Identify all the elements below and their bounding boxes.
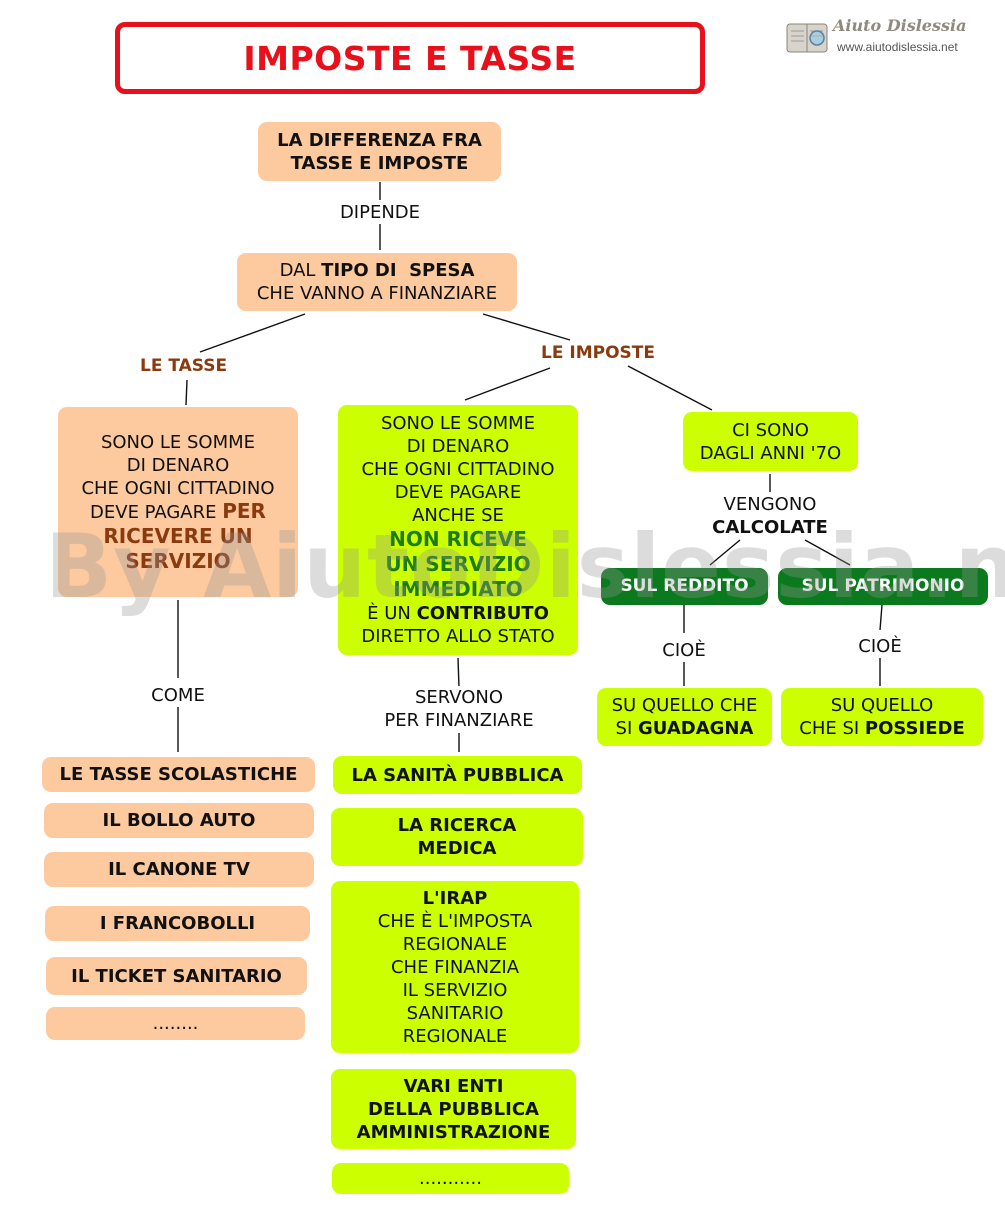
- tasse-list-0: LE TASSE SCOLASTICHE: [59, 764, 298, 785]
- irap-l6: SANITARIO: [406, 1002, 504, 1024]
- tasse-def-per: PER: [222, 498, 266, 523]
- list-item-irap: L'IRAP CHE È L'IMPOSTA REGIONALE CHE FIN…: [331, 881, 579, 1053]
- tasse-def-l1: SONO LE SOMME: [100, 431, 256, 453]
- node-sul-reddito: SUL REDDITO: [601, 568, 768, 605]
- title-box: IMPOSTE E TASSE: [115, 22, 705, 94]
- list-item-canone-tv: IL CANONE TV: [44, 852, 314, 887]
- imposte-def-contributo: CONTRIBUTO: [416, 603, 549, 624]
- link-vengono: VENGONO: [723, 494, 817, 515]
- node-anni-70: CI SONO DAGLI ANNI '7O: [683, 412, 858, 471]
- tasse-list-5: ........: [152, 1013, 199, 1034]
- branch-le-imposte: LE IMPOSTE: [541, 343, 655, 363]
- book-logo-icon: [786, 23, 828, 53]
- tasse-def-l2: DI DENARO: [126, 454, 230, 476]
- imposte-def-l9: È UN CONTRIBUTO: [367, 602, 549, 625]
- imposte-def-l1: SONO LE SOMME: [380, 413, 536, 434]
- link-per-finanziare: PER FINANZIARE: [384, 710, 534, 731]
- link-servono: SERVONO: [414, 687, 504, 708]
- node-tipo-spesa-line2: CHE VANNO A FINANZIARE: [256, 283, 498, 304]
- imposte-def-l3: CHE OGNI CITTADINO: [361, 459, 555, 480]
- enti-l1: VARI ENTI: [403, 1075, 504, 1097]
- node-sul-patrimonio: SUL PATRIMONIO: [778, 568, 988, 605]
- node-guadagna: SU QUELLO CHE SI GUADAGNA: [597, 688, 772, 746]
- spesa-pre: DAL: [279, 260, 322, 281]
- link-dipende: DIPENDE: [325, 201, 435, 224]
- watermark: By AiutoDislessia.net: [45, 515, 1005, 618]
- enti-l3: AMMINISTRAZIONE: [356, 1121, 551, 1143]
- page-title: IMPOSTE E TASSE: [243, 38, 577, 78]
- node-differenza: LA DIFFERENZA FRA TASSE E IMPOSTE: [258, 122, 501, 181]
- irap-l7: REGIONALE: [402, 1025, 508, 1047]
- link-come: COME: [138, 684, 218, 707]
- imposte-list-dots: ...........: [419, 1168, 482, 1189]
- irap-l5: IL SERVIZIO: [402, 979, 508, 1001]
- imposte-def-l2: DI DENARO: [406, 436, 510, 457]
- possiede-bold: POSSIEDE: [864, 718, 965, 739]
- logo: Aiuto Dislessia www.aiutodislessia.net: [785, 16, 970, 58]
- tasse-list-2: IL CANONE TV: [108, 859, 250, 880]
- list-item-tasse-altro: ........: [46, 1007, 305, 1040]
- irap-l4: CHE FINANZIA: [390, 956, 520, 978]
- link-cioe-patrimonio: CIOÈ: [849, 635, 911, 658]
- node-tipo-spesa-line1: DAL TIPO DI SPESA: [280, 259, 475, 282]
- list-item-francobolli: I FRANCOBOLLI: [45, 906, 310, 941]
- logo-name: Aiuto Dislessia: [833, 16, 967, 35]
- guadagna-bold: GUADAGNA: [638, 718, 754, 739]
- tasse-def-l3: CHE OGNI CITTADINO: [81, 477, 275, 499]
- link-servono-per-finanziare: SERVONO PER FINANZIARE: [370, 686, 548, 732]
- tasse-def-l5: RICEVERE UN: [103, 523, 253, 548]
- list-item-ricerca-medica: LA RICERCA MEDICA: [331, 808, 583, 866]
- node-tasse-definizione: SONO LE SOMME DI DENARO CHE OGNI CITTADI…: [58, 407, 298, 597]
- guadagna-l2: SI GUADAGNA: [616, 717, 754, 740]
- guadagna-l2a: SI: [615, 718, 639, 739]
- list-item-tasse-scolastiche: LE TASSE SCOLASTICHE: [42, 757, 315, 792]
- node-possiede: SU QUELLO CHE SI POSSIEDE: [781, 688, 983, 746]
- node-differenza-line2: TASSE E IMPOSTE: [290, 152, 469, 174]
- node-imposte-definizione: SONO LE SOMME DI DENARO CHE OGNI CITTADI…: [338, 405, 578, 655]
- tasse-list-1: IL BOLLO AUTO: [102, 810, 256, 831]
- imposte-def-l10: DIRETTO ALLO STATO: [361, 626, 555, 647]
- imposte-def-l9a: È UN: [367, 603, 417, 624]
- imposte-def-l6: NON RICEVE: [389, 527, 527, 551]
- anni70-l2: DAGLI ANNI '7O: [699, 442, 842, 464]
- list-item-enti-pubblici: VARI ENTI DELLA PUBBLICA AMMINISTRAZIONE: [331, 1069, 576, 1149]
- imposte-def-l8: IMMEDIATO: [393, 577, 523, 601]
- imposte-def-l7: UN SERVIZIO: [385, 552, 531, 576]
- logo-url[interactable]: www.aiutodislessia.net: [837, 40, 958, 54]
- node-tipo-spesa: DAL TIPO DI SPESA CHE VANNO A FINANZIARE: [237, 253, 517, 311]
- tasse-list-4: IL TICKET SANITARIO: [71, 965, 282, 987]
- possiede-l2a: CHE SI: [799, 718, 865, 739]
- sul-reddito-label: SUL REDDITO: [620, 576, 749, 596]
- enti-l2: DELLA PUBBLICA: [368, 1098, 539, 1120]
- link-vengono-calcolate: VENGONO CALCOLATE: [700, 493, 840, 539]
- irap-l2: CHE È L'IMPOSTA: [377, 910, 533, 932]
- irap-l3: REGIONALE: [402, 933, 508, 955]
- link-cioe-reddito: CIOÈ: [654, 639, 714, 662]
- link-calcolate: CALCOLATE: [712, 517, 828, 538]
- possiede-l1: SU QUELLO: [830, 695, 934, 716]
- tasse-list-3: I FRANCOBOLLI: [99, 913, 256, 934]
- possiede-l2: CHE SI POSSIEDE: [799, 717, 965, 740]
- sul-patrimonio-label: SUL PATRIMONIO: [801, 576, 965, 596]
- imposte-def-l5: ANCHE SE: [412, 505, 504, 526]
- spesa-bold: TIPO DI SPESA: [321, 260, 475, 281]
- list-item-ticket-sanitario: IL TICKET SANITARIO: [46, 957, 307, 995]
- branch-le-tasse: LE TASSE: [140, 356, 228, 376]
- list-item-sanita-pubblica: LA SANITÀ PUBBLICA: [333, 756, 582, 794]
- tasse-def-l4: DEVE PAGARE PER: [90, 498, 266, 524]
- guadagna-l1: SU QUELLO CHE: [611, 695, 758, 716]
- imposte-def-l4: DEVE PAGARE: [394, 482, 522, 503]
- ricerca-l1: LA RICERCA: [397, 815, 517, 836]
- imposte-list-sanita: LA SANITÀ PUBBLICA: [351, 764, 564, 786]
- tasse-def-l6: SERVIZIO: [125, 548, 231, 573]
- irap-l1: L'IRAP: [422, 887, 488, 909]
- node-differenza-line1: LA DIFFERENZA FRA: [277, 129, 482, 151]
- list-item-bollo-auto: IL BOLLO AUTO: [44, 803, 314, 838]
- anni70-l1: CI SONO: [732, 419, 809, 441]
- ricerca-l2: MEDICA: [417, 838, 497, 859]
- tasse-def-l4a: DEVE PAGARE: [90, 501, 223, 523]
- list-item-imposte-altro: ...........: [332, 1163, 569, 1194]
